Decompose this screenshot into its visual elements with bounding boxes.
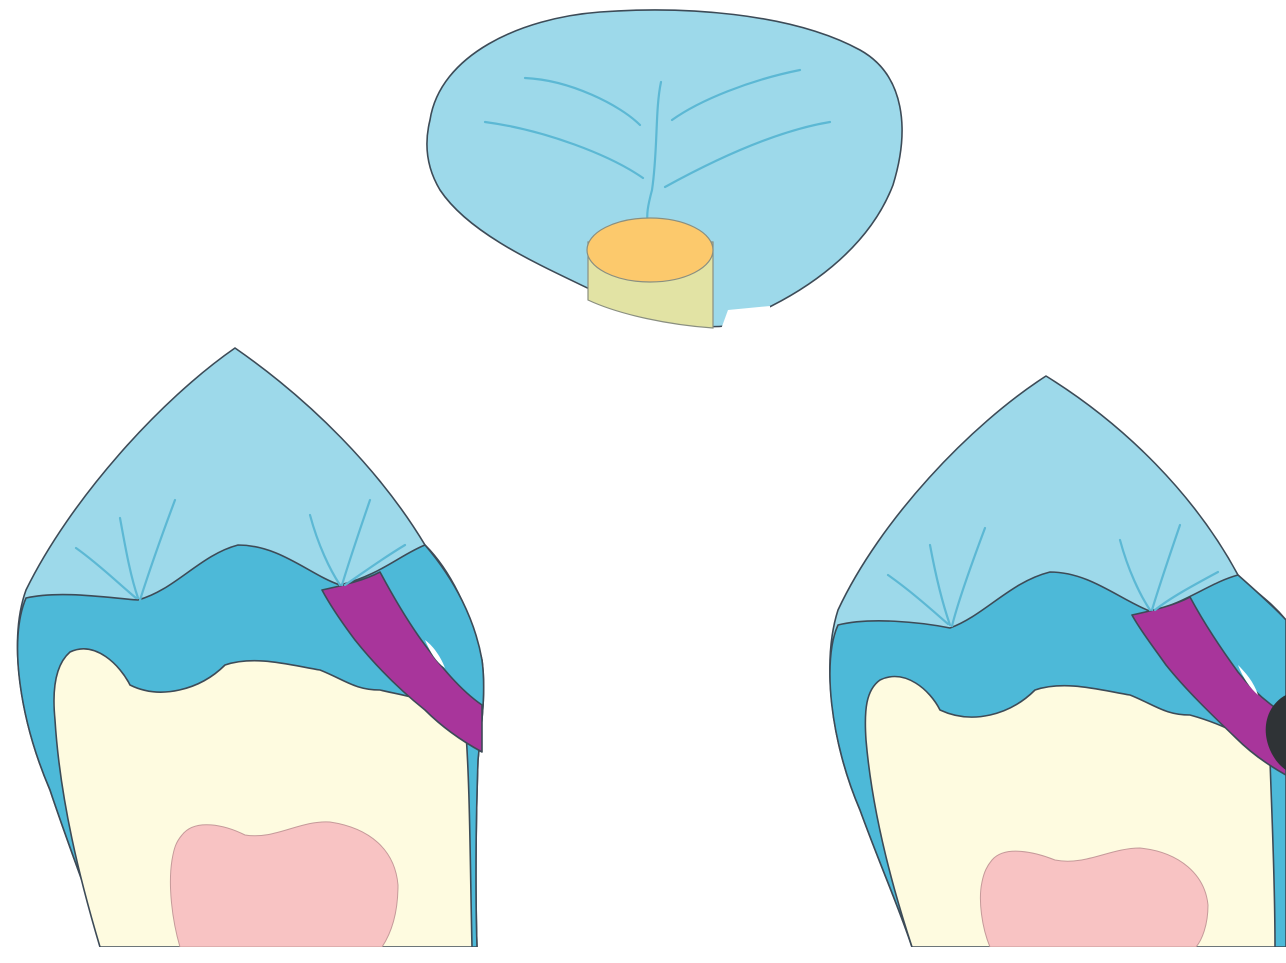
pulp — [170, 822, 398, 947]
bottom-margin — [0, 947, 1286, 963]
cross-section-left — [18, 348, 484, 947]
cross-section-right — [830, 376, 1286, 947]
pulp — [980, 848, 1208, 947]
occlusal-view — [427, 10, 902, 332]
cavity-top — [587, 218, 713, 282]
